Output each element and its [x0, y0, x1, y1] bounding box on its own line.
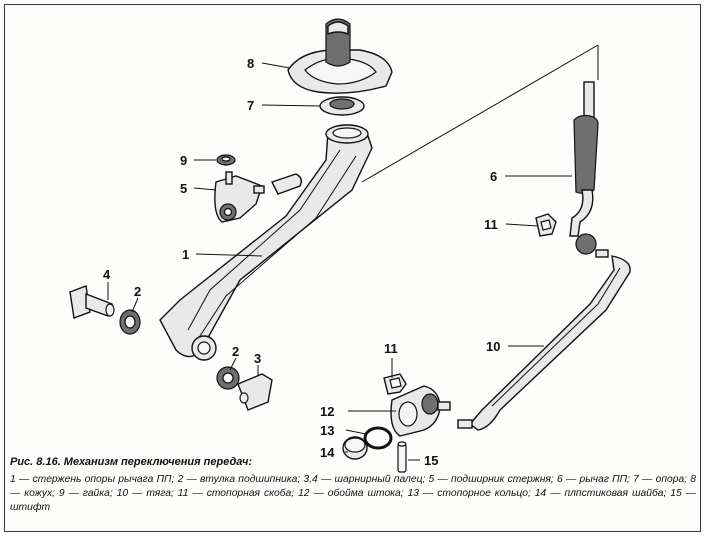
leader-line-2-left [131, 297, 139, 313]
caption-legend: 1 — стержень опоры рычага ПП; 2 — втулка… [10, 474, 696, 513]
retaining-ring [363, 426, 393, 450]
leader-line-8 [261, 62, 291, 69]
support [319, 96, 365, 116]
callout-15: 15 [424, 453, 438, 468]
link-rod [457, 255, 631, 431]
callout-11-top: 11 [484, 217, 498, 232]
retaining-clip-bottom [383, 373, 407, 395]
callout-6: 6 [490, 169, 497, 184]
leader-line-5 [193, 187, 217, 191]
rod-bearing-bracket [214, 171, 265, 223]
leader-line-1 [195, 253, 263, 257]
callout-5: 5 [180, 181, 187, 196]
rod-cage [390, 385, 451, 437]
gear-lever [569, 81, 609, 258]
boot-cover [287, 18, 393, 94]
callout-9: 9 [180, 153, 187, 168]
leader-line-11-top [505, 223, 539, 227]
pin [397, 441, 407, 473]
bearing-bush-left [119, 309, 141, 335]
callout-1: 1 [182, 247, 189, 262]
figure-caption: Рис. 8.16. Механизм переключения передач… [10, 456, 696, 515]
callout-4: 4 [103, 267, 111, 282]
ball-pin-3 [237, 373, 273, 411]
callout-7: 7 [247, 98, 254, 113]
bearing-bush-right [216, 366, 240, 390]
callout-14: 14 [320, 445, 335, 460]
callout-2-right: 2 [232, 344, 239, 359]
leader-line-13 [345, 429, 367, 435]
callout-8: 8 [247, 56, 254, 71]
assembly-line [361, 44, 599, 183]
leader-line-2-right [229, 357, 237, 371]
plastic-washer [342, 436, 368, 460]
callout-10: 10 [486, 339, 500, 354]
callout-3: 3 [254, 351, 261, 366]
caption-title: Рис. 8.16. Механизм переключения передач… [10, 456, 253, 468]
callout-13: 13 [320, 423, 334, 438]
callout-11-bottom: 11 [384, 341, 398, 356]
callout-12: 12 [320, 404, 334, 419]
ball-pin-4 [69, 285, 115, 319]
retaining-clip-top [535, 213, 557, 237]
callout-2-left: 2 [134, 284, 141, 299]
nut [216, 154, 236, 166]
lever-support-rod [159, 124, 373, 361]
leader-line-7 [261, 104, 321, 107]
